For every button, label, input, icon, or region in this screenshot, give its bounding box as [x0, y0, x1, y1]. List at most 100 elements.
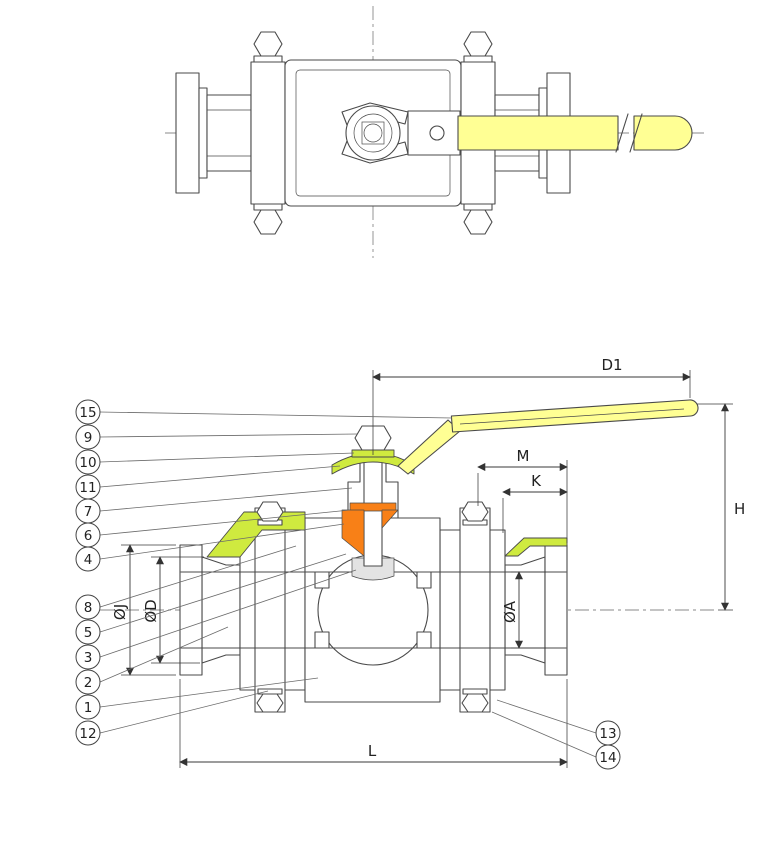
- leader-13: [496, 699, 597, 734]
- seat-ring-left: [314, 571, 330, 589]
- balloon-label: 6: [84, 528, 93, 544]
- leader-9: [99, 433, 358, 438]
- handle-grip-top-view: [457, 115, 619, 151]
- top-view: [165, 6, 705, 258]
- balloon-5: 5: [75, 619, 101, 645]
- stem-seal-right: [381, 509, 399, 529]
- balloon-label: 7: [84, 504, 93, 520]
- balloon-7: 7: [75, 498, 101, 524]
- balloon-1: 1: [75, 694, 101, 720]
- balloon-label: 5: [84, 625, 93, 641]
- stem-seal-left: [341, 509, 365, 557]
- callout-leaders: [99, 411, 597, 758]
- dimension-label-dia-a: ØA: [501, 600, 519, 623]
- balloon-label: 4: [84, 552, 93, 568]
- balloon-3: 3: [75, 644, 101, 670]
- washer-right-bottom: [462, 688, 488, 695]
- hex-nut-right-bottom: [461, 693, 489, 713]
- leader-14: [491, 711, 597, 758]
- clamp-ferrule-section-right: [504, 537, 568, 557]
- leader-11: [99, 465, 341, 488]
- leader-12: [99, 690, 269, 734]
- balloon-label: 15: [79, 405, 96, 421]
- ferrule-flange-left: [179, 544, 203, 676]
- washer: [253, 203, 283, 211]
- clamp-band-left: [250, 61, 286, 205]
- balloon-10: 10: [75, 449, 101, 475]
- stem-circle: [353, 113, 393, 153]
- dimension-label-m: M: [517, 447, 530, 465]
- ferrule-flange-right: [544, 544, 568, 676]
- balloon-label: 9: [84, 430, 93, 446]
- balloon-2: 2: [75, 669, 101, 695]
- balloon-label: 11: [79, 480, 96, 496]
- balloon-9: 9: [75, 424, 101, 450]
- balloon-label: 12: [79, 726, 96, 742]
- balloon-6: 6: [75, 522, 101, 548]
- callout-balloons: 15 9 10 11 7 6 4 8 5 3 2 1 12 13 14: [75, 399, 621, 770]
- washer: [257, 688, 283, 695]
- leader-3: [99, 569, 357, 658]
- handle-grip-end-top-view: [633, 115, 693, 151]
- clamp-band-right: [459, 507, 491, 713]
- leader-5: [99, 553, 347, 633]
- tube-left: [206, 94, 252, 172]
- balloon-label: 1: [84, 700, 93, 716]
- balloon-label: 8: [84, 600, 93, 616]
- ball-stem-slot: [351, 557, 395, 581]
- hex-nut: [253, 209, 283, 235]
- pipe-break-line: [629, 113, 643, 153]
- balloon-label: 2: [84, 675, 93, 691]
- balloon-14: 14: [595, 744, 621, 770]
- stem-seal-flange: [349, 502, 397, 512]
- washer: [253, 55, 283, 63]
- hex-nut: [463, 31, 493, 57]
- cone-left: [201, 556, 241, 664]
- leader-7: [99, 487, 353, 512]
- ferrule-lip-left: [198, 87, 208, 179]
- hex-nut: [256, 693, 284, 713]
- ferrule-flange-left: [175, 72, 200, 194]
- hex-nut: [461, 501, 489, 522]
- leader-8: [99, 545, 297, 608]
- pipe-break-line: [615, 113, 629, 153]
- dimension-label-l: L: [368, 742, 377, 760]
- dimension-label-dia-d: ØD: [142, 599, 160, 622]
- balloon-label: 3: [84, 650, 93, 666]
- balloon-label: 10: [79, 455, 96, 471]
- seat-ring-right: [416, 631, 432, 649]
- leader-10: [99, 452, 355, 463]
- washer: [463, 55, 493, 63]
- handle-pivot-hole: [429, 125, 445, 141]
- dimension-label-k: K: [531, 472, 542, 490]
- balloon-13: 13: [595, 720, 621, 746]
- stem-bore: [363, 123, 383, 143]
- hex-nut: [256, 501, 284, 522]
- leader-6: [99, 509, 351, 536]
- balloon-8: 8: [75, 594, 101, 620]
- balloon-4: 4: [75, 546, 101, 572]
- clamp-band-left: [254, 507, 286, 713]
- dimension-label-d1: D1: [601, 356, 622, 374]
- balloon-12: 12: [75, 720, 101, 746]
- leader-1: [99, 677, 319, 708]
- hex-nut: [253, 31, 283, 57]
- seat-ring-right: [416, 571, 432, 589]
- leader-2: [99, 626, 229, 683]
- handle-lever-flat: [397, 419, 461, 475]
- handle-grip-seam: [459, 408, 685, 425]
- balloon-label: 13: [599, 726, 616, 742]
- balloon-label: 14: [599, 750, 616, 766]
- balloon-15: 15: [75, 399, 101, 425]
- dimension-label-h: H: [734, 500, 745, 518]
- dimension-label-dia-j: ØJ: [111, 604, 129, 620]
- seat-ring-left: [314, 631, 330, 649]
- washer: [463, 203, 493, 211]
- hex-nut: [463, 209, 493, 235]
- front-section-view: [100, 399, 718, 713]
- stem-flats: [361, 121, 385, 145]
- leader-15: [99, 411, 453, 419]
- balloon-11: 11: [75, 474, 101, 500]
